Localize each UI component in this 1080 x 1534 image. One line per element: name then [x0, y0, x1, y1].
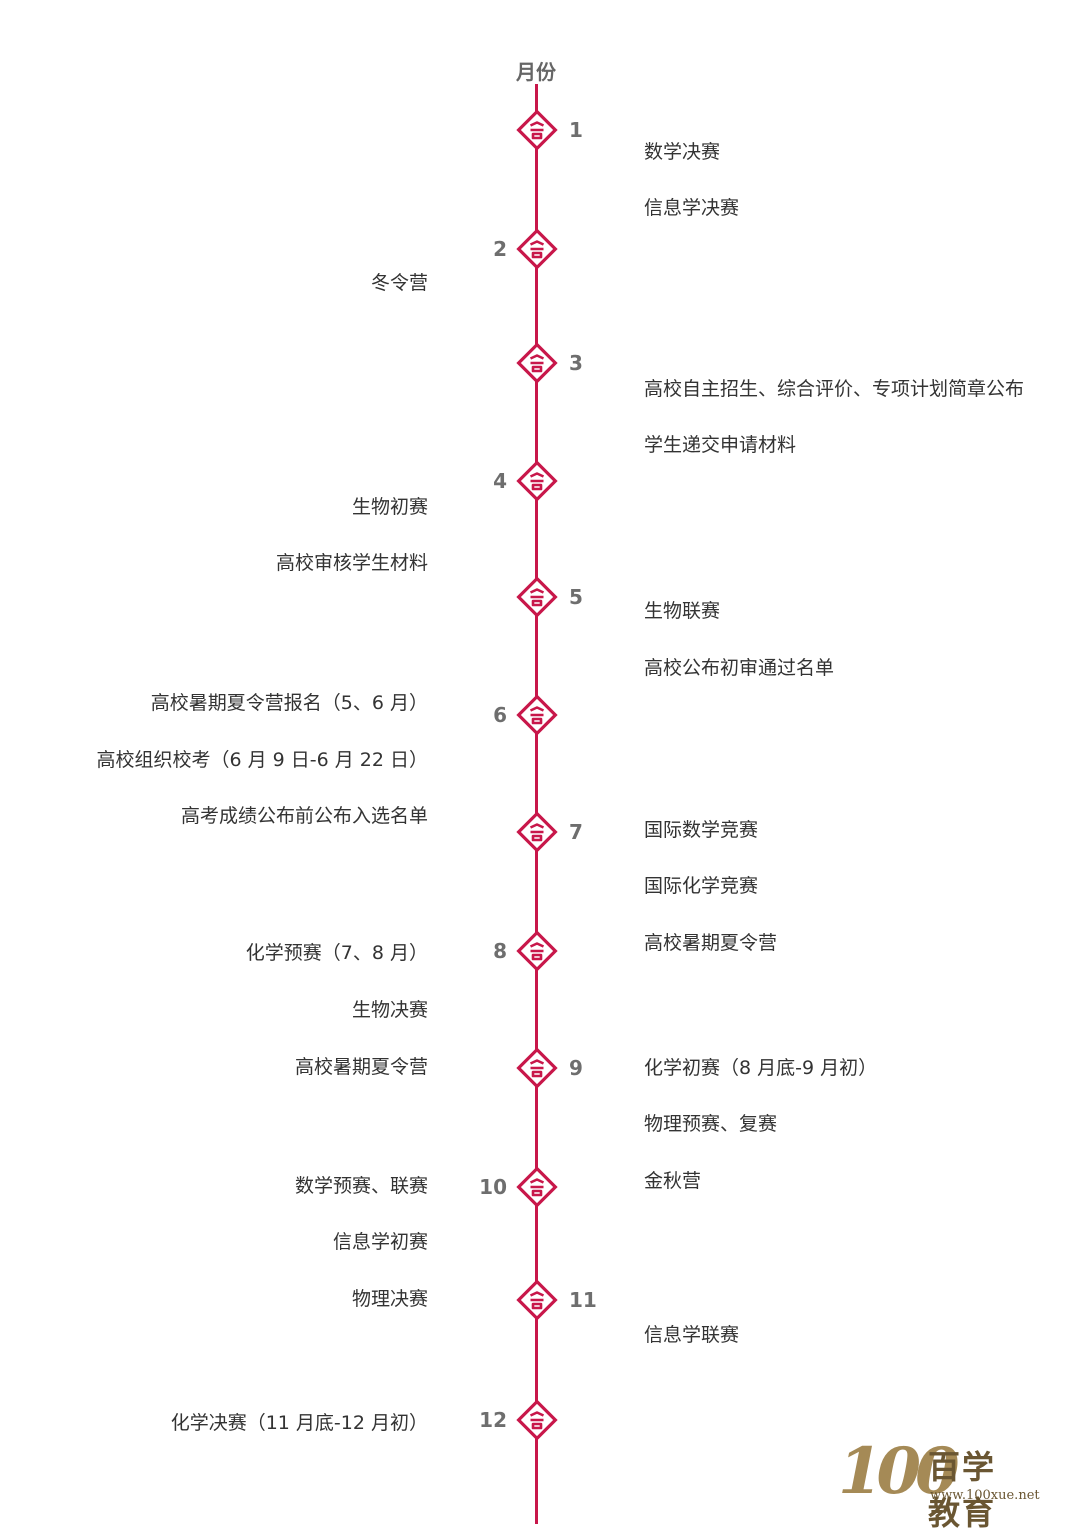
event-left: 高校审核学生材料 [275, 552, 428, 574]
month-label-4: 4 [493, 469, 507, 493]
event-right: 信息学决赛 [644, 197, 740, 219]
event-left: 高校暑期夏令营 [294, 1056, 428, 1078]
event-left: 生物决赛 [351, 999, 428, 1021]
logo-number: 100 [838, 1434, 960, 1509]
event-right: 国际化学竞赛 [644, 875, 759, 897]
month-marker-icon [515, 460, 558, 502]
event-left: 高校组织校考（6 月 9 日-6 月 22 日） [96, 749, 428, 771]
month-marker-icon [515, 930, 558, 972]
event-right: 金秋营 [644, 1170, 702, 1192]
logo-name: 百学教育 [928, 1448, 997, 1532]
event-left: 冬令营 [370, 272, 428, 294]
month-marker-icon [515, 342, 558, 384]
month-marker-icon [515, 1047, 558, 1089]
event-left: 信息学初赛 [332, 1231, 428, 1253]
month-label-8: 8 [493, 939, 507, 963]
month-marker-icon [515, 109, 558, 151]
month-label-12: 12 [479, 1408, 507, 1432]
month-marker-icon [515, 1166, 558, 1208]
month-marker-icon [515, 576, 558, 618]
month-label-1: 1 [569, 118, 583, 142]
event-left: 高考成绩公布前公布入选名单 [180, 805, 428, 827]
event-right: 高校暑期夏令营 [644, 932, 778, 954]
event-right: 信息学联赛 [644, 1324, 740, 1346]
month-label-6: 6 [493, 703, 507, 727]
month-marker-icon [515, 1279, 558, 1321]
event-right: 高校公布初审通过名单 [644, 657, 835, 679]
event-left: 数学预赛、联赛 [294, 1175, 428, 1197]
event-right: 学生递交申请材料 [644, 434, 797, 456]
event-left: 物理决赛 [351, 1288, 428, 1310]
month-marker-icon [515, 228, 558, 270]
event-right: 物理预赛、复赛 [644, 1113, 778, 1135]
logo: 100 百学教育 www.100xue.net [838, 1432, 1040, 1532]
month-label-3: 3 [569, 351, 583, 375]
month-marker-icon [515, 1399, 558, 1441]
event-right: 生物联赛 [644, 600, 721, 622]
event-right: 高校自主招生、综合评价、专项计划简章公布 [644, 378, 1025, 400]
month-label-7: 7 [569, 820, 583, 844]
month-marker-icon [515, 694, 558, 736]
month-label-2: 2 [493, 237, 507, 261]
logo-url: www.100xue.net [930, 1488, 1040, 1503]
month-label-10: 10 [479, 1175, 507, 1199]
event-left: 高校暑期夏令营报名（5、6 月） [150, 692, 428, 714]
month-marker-icon [515, 811, 558, 853]
month-label-11: 11 [569, 1288, 597, 1312]
event-left: 化学预赛（7、8 月） [245, 942, 428, 964]
event-right: 数学决赛 [644, 141, 721, 163]
axis-title: 月份 [516, 60, 556, 84]
event-left: 化学决赛（11 月底-12 月初） [170, 1412, 428, 1434]
event-right: 化学初赛（8 月底-9 月初） [644, 1057, 878, 1079]
event-right: 国际数学竞赛 [644, 819, 759, 841]
timeline-axis [535, 84, 538, 1524]
event-left: 生物初赛 [351, 496, 428, 518]
month-label-9: 9 [569, 1056, 583, 1080]
month-label-5: 5 [569, 585, 583, 609]
